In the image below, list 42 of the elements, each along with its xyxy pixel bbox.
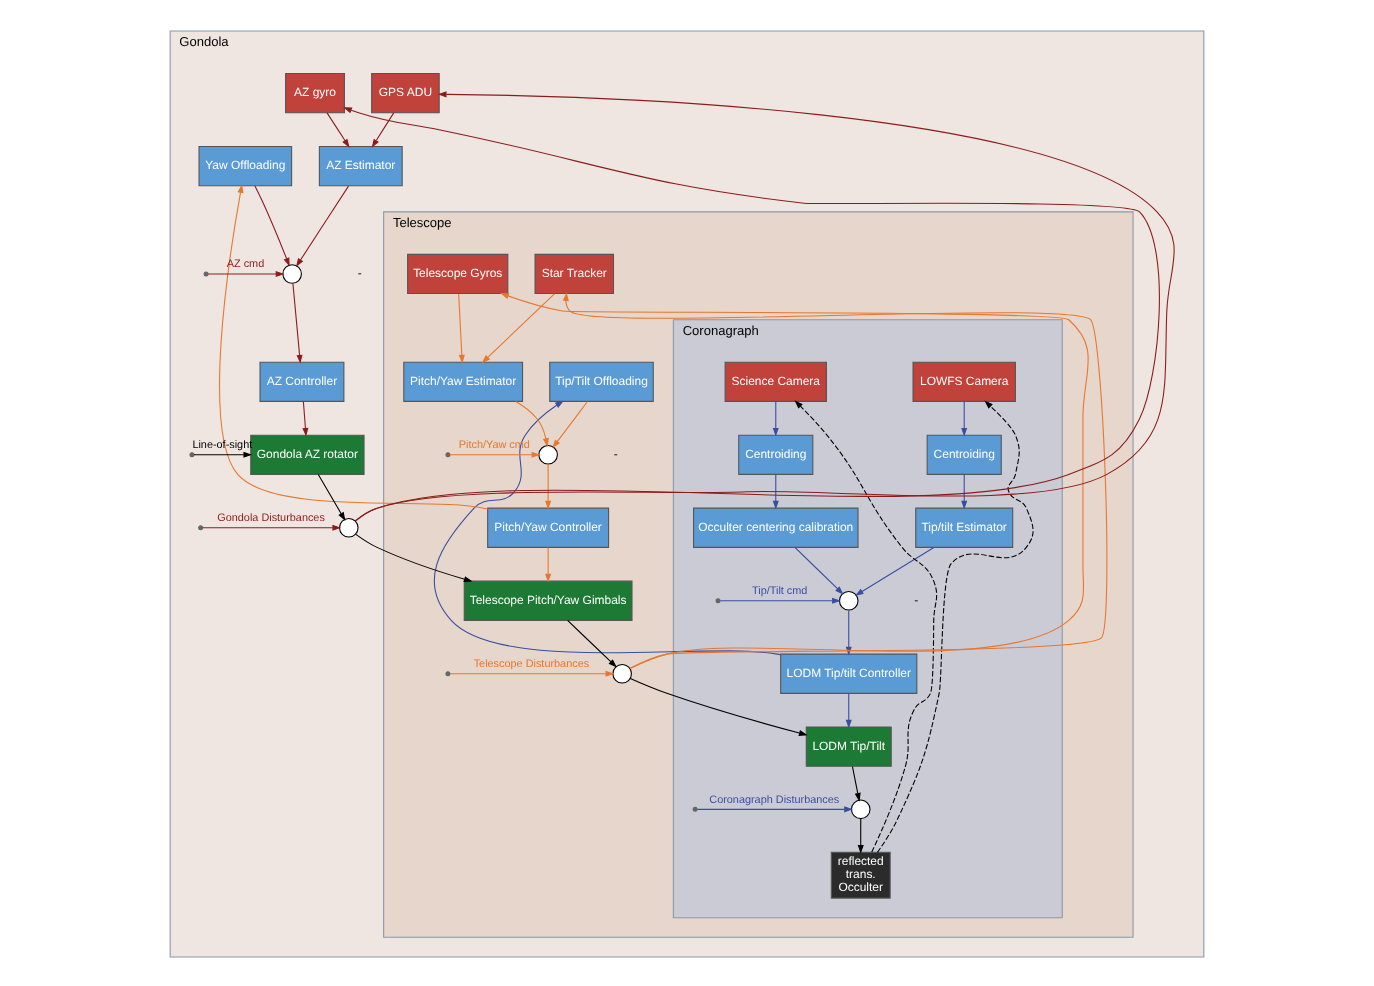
arrow bbox=[772, 472, 779, 509]
arrow bbox=[202, 523, 342, 530]
arrow bbox=[545, 545, 552, 582]
arrow bbox=[552, 399, 589, 448]
arrow bbox=[567, 618, 617, 667]
arrow bbox=[629, 676, 808, 735]
arrow bbox=[515, 400, 549, 446]
node-circle bbox=[612, 662, 632, 683]
arrow bbox=[302, 399, 309, 436]
arrow bbox=[458, 292, 465, 363]
arrow bbox=[851, 765, 861, 801]
node-circle bbox=[838, 589, 859, 610]
arrow bbox=[481, 292, 555, 363]
arrow bbox=[254, 184, 290, 266]
arrow bbox=[449, 450, 541, 457]
arrow bbox=[193, 450, 253, 457]
arrow bbox=[317, 472, 346, 520]
arrow bbox=[545, 462, 552, 509]
node-circle bbox=[538, 444, 558, 464]
node-circle bbox=[850, 798, 871, 819]
arrow bbox=[961, 399, 968, 436]
arrow bbox=[295, 184, 350, 267]
arrow bbox=[219, 183, 489, 509]
arrow bbox=[449, 669, 615, 676]
arrow bbox=[719, 596, 841, 603]
arrow bbox=[772, 399, 779, 436]
arrow bbox=[433, 399, 781, 655]
arrow bbox=[845, 691, 852, 728]
node-circle bbox=[339, 516, 359, 537]
arrow bbox=[876, 399, 1034, 852]
arrow bbox=[961, 472, 968, 509]
arrow bbox=[355, 532, 473, 582]
arrow bbox=[854, 545, 935, 595]
node-circle bbox=[282, 263, 302, 283]
arrow bbox=[857, 817, 864, 853]
arrow bbox=[292, 281, 303, 363]
arrow bbox=[207, 269, 285, 277]
arrow bbox=[696, 805, 853, 812]
arrow bbox=[371, 111, 395, 147]
arrow bbox=[794, 545, 844, 594]
arrow bbox=[794, 399, 938, 852]
arrow bbox=[326, 111, 350, 147]
